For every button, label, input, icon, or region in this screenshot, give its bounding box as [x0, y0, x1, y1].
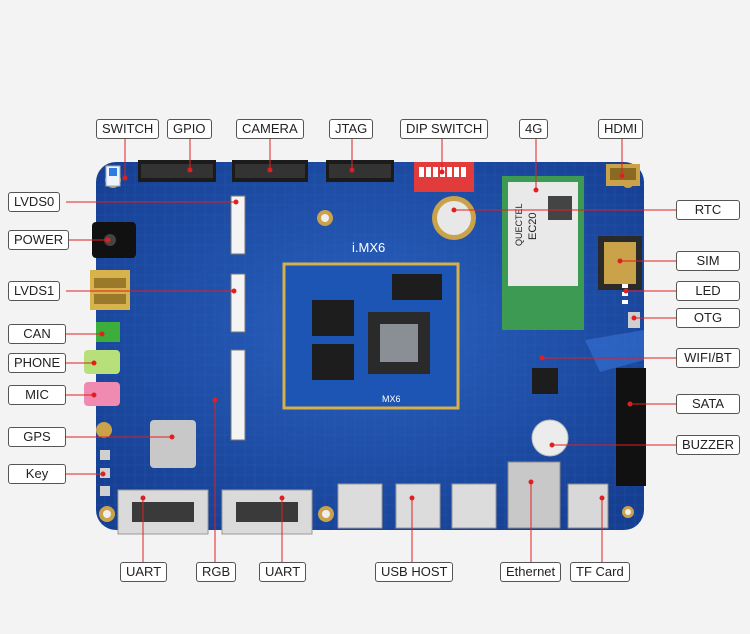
callout-otg: OTG	[676, 308, 740, 328]
wifi-bt-chip	[532, 368, 558, 394]
switch-component	[105, 165, 121, 187]
callout-lvds0: LVDS0	[8, 192, 61, 212]
callout-dip-switch: DIP SWITCH	[400, 119, 489, 139]
can-connector	[96, 322, 120, 342]
gps-antenna	[96, 422, 112, 438]
gpio-header	[138, 160, 216, 182]
callout-sata: SATA	[676, 394, 740, 414]
ethernet-port	[507, 461, 561, 529]
rgb-fpc	[230, 349, 246, 441]
callout-uart-right: UART	[259, 562, 307, 582]
callout-sim: SIM	[676, 251, 740, 271]
callout-4g: 4G	[519, 119, 549, 139]
jtag-header	[326, 160, 394, 182]
callout-gps: GPS	[8, 427, 66, 447]
lvds1-connector	[90, 270, 130, 310]
callout-can: CAN	[8, 324, 66, 344]
callout-mic: MIC	[8, 385, 66, 405]
modem-4g-module	[502, 176, 584, 330]
buzzer-component	[531, 419, 569, 457]
phone-jack	[84, 350, 120, 374]
dip-switch-component	[414, 162, 474, 192]
sata-connector	[616, 368, 646, 486]
rtc-battery	[432, 196, 476, 240]
callout-lvds1: LVDS1	[8, 281, 61, 301]
callout-led: LED	[676, 281, 740, 301]
gps-module	[150, 420, 196, 468]
modem-model-label: EC20	[527, 212, 539, 240]
cpu-label: i.MX6	[352, 240, 385, 255]
led-indicators	[622, 284, 628, 304]
callout-switch: SWITCH	[96, 119, 160, 139]
callout-tf-card: TF Card	[570, 562, 630, 582]
callout-phone: PHONE	[8, 353, 67, 373]
callout-jtag: JTAG	[329, 119, 374, 139]
callout-wifi-bt: WIFI/BT	[676, 348, 740, 368]
callout-key: Key	[8, 464, 66, 484]
modem-brand-label: QUECTEL	[514, 203, 524, 246]
callout-gpio: GPIO	[167, 119, 212, 139]
uart-right-connector	[221, 489, 313, 535]
callout-camera: CAMERA	[236, 119, 304, 139]
callout-rtc: RTC	[676, 200, 740, 220]
callout-uart-left: UART	[120, 562, 168, 582]
callout-power: POWER	[8, 230, 70, 250]
uart-left-connector	[117, 489, 209, 535]
lvds1-fpc	[230, 273, 246, 333]
usb-host-ports	[337, 483, 497, 529]
som-module	[282, 262, 460, 410]
tf-card-slot	[567, 483, 609, 529]
callout-buzzer: BUZZER	[676, 435, 740, 455]
callout-usb-host: USB HOST	[375, 562, 454, 582]
leader-lines	[66, 138, 676, 562]
som-label: MX6	[382, 394, 401, 404]
lvds0-fpc	[230, 195, 246, 255]
callout-hdmi: HDMI	[598, 119, 644, 139]
mic-jack	[84, 382, 120, 406]
callout-ethernet: Ethernet	[500, 562, 562, 582]
callout-rgb: RGB	[196, 562, 237, 582]
